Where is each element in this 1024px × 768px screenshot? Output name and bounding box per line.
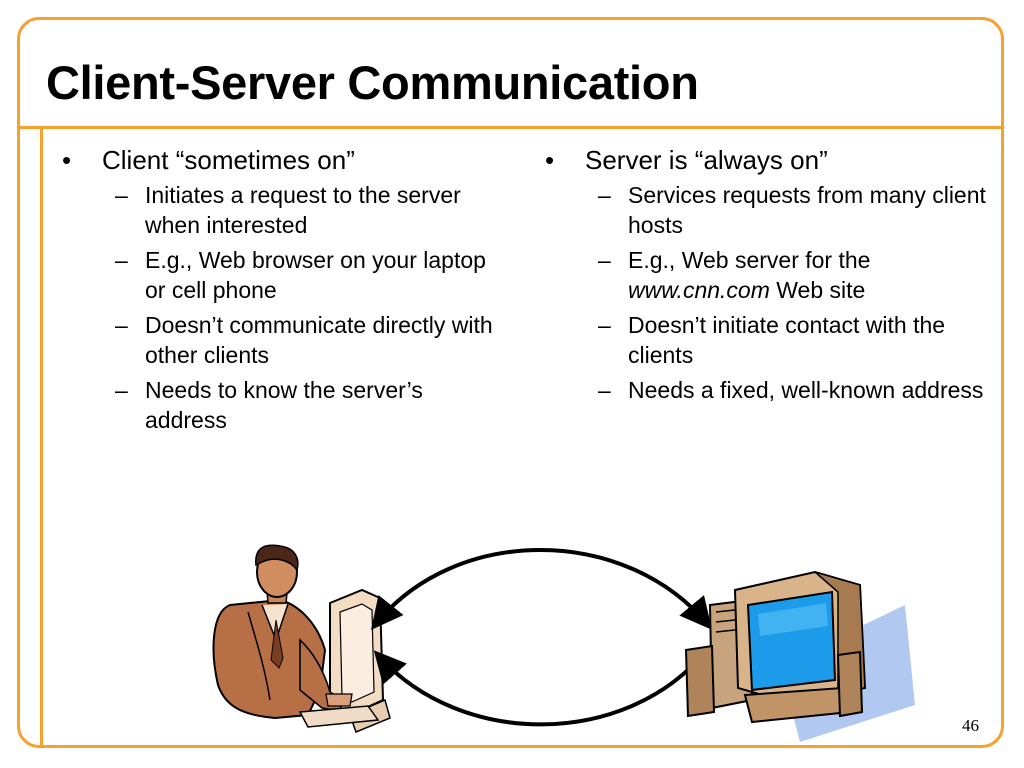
cnn-url: www.cnn.com [628,277,770,303]
client-sub-list: –Initiates a request to the server when … [62,180,507,435]
curved-bidirectional-arrows-icon [370,548,713,727]
slide-title: Client-Server Communication [46,56,699,109]
title-divider [19,126,1003,129]
client-column: • Client “sometimes on” –Initiates a req… [62,142,507,440]
server-heading: Server is “always on” [585,145,828,175]
person-at-computer-icon [212,544,391,733]
list-item: –Needs a fixed, well-known address [598,377,984,403]
list-item: –Needs to know the server’s address [115,377,423,433]
list-item: –Doesn’t initiate contact with the clien… [598,312,946,368]
bullet-mark: • [545,145,555,175]
server-column: • Server is “always on” –Services reques… [545,142,995,410]
bullet-mark: • [62,145,72,175]
server-bullet: • Server is “always on” [545,142,995,178]
slide-frame [17,17,1004,748]
left-border-line [40,126,43,746]
list-item: –Doesn’t communicate directly with other… [115,312,493,368]
list-item: –E.g., Web browser on your laptop or cel… [115,247,486,303]
list-item: –Services requests from many client host… [598,182,986,238]
page-number: 46 [962,716,979,735]
client-heading: Client “sometimes on” [102,145,355,175]
client-bullet: • Client “sometimes on” [62,142,507,178]
list-item: –Initiates a request to the server when … [115,182,461,238]
server-sub-list: –Services requests from many client host… [545,180,995,405]
computer-server-icon [684,570,915,742]
